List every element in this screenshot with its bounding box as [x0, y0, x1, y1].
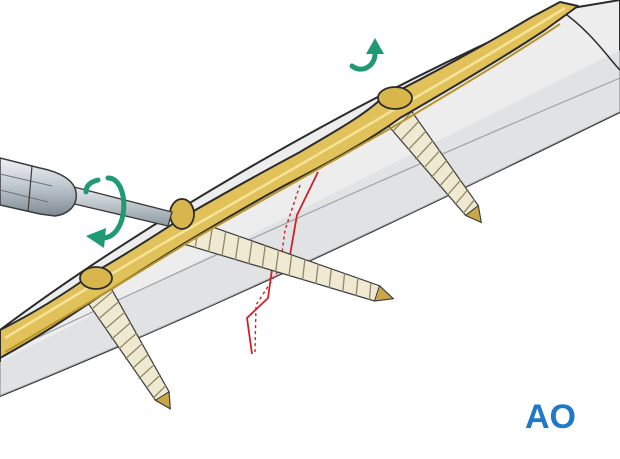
bone-end-curve	[559, 9, 620, 71]
screwdriver-shaft	[65, 185, 173, 227]
screwdriver	[0, 157, 173, 227]
screw-head-right	[377, 86, 413, 110]
logo-text: AO	[525, 398, 576, 436]
ao-logo-icon: AO	[525, 398, 576, 436]
bone	[0, 0, 620, 398]
rotation-arrow-icon	[349, 38, 384, 72]
bone-cortex-shadow	[0, 50, 620, 396]
bone-inner-line	[0, 77, 620, 356]
bone-plate	[0, 1, 579, 359]
plate-shadow	[4, 23, 561, 353]
screw-head-left	[79, 266, 113, 290]
rotation-arrow-icon	[83, 175, 127, 248]
screw-head-lag	[169, 198, 195, 230]
screwdriver-handle	[0, 157, 78, 217]
